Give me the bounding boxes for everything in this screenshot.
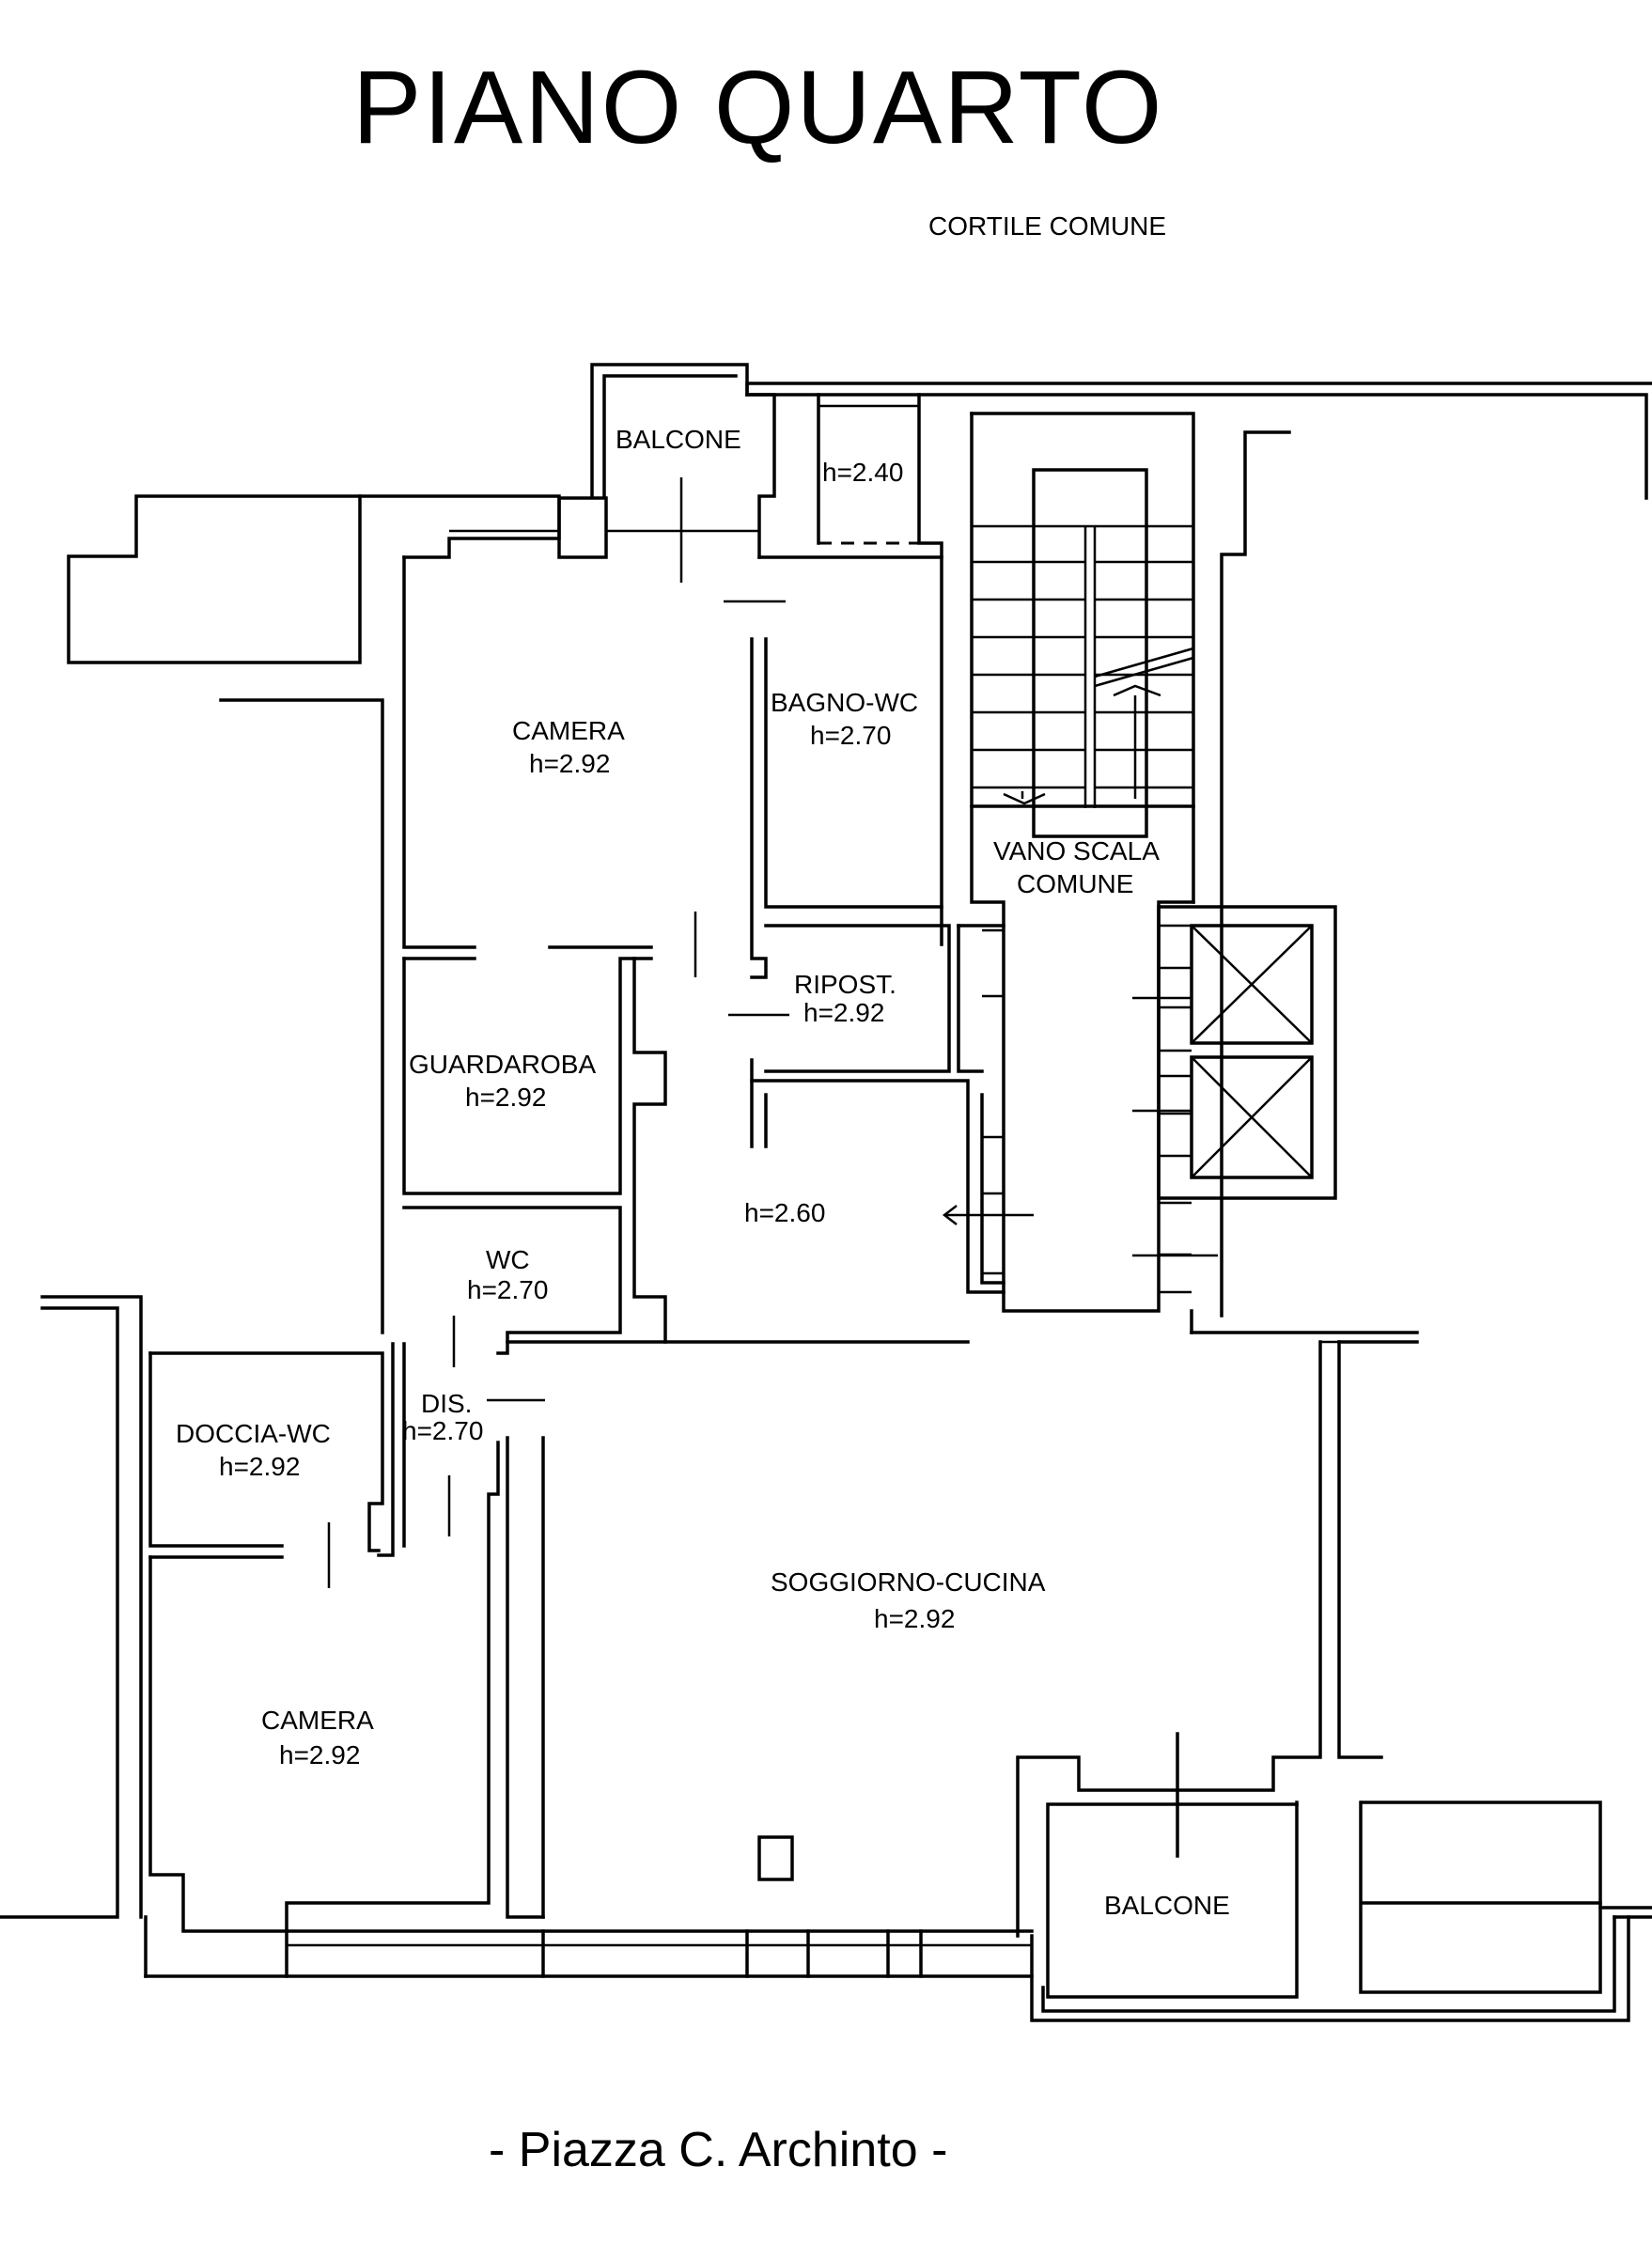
- camera-top-height: h=2.92: [529, 749, 610, 778]
- guardaroba-height: h=2.92: [465, 1083, 546, 1112]
- doccia-label: DOCCIA-WC: [176, 1419, 331, 1448]
- bagno-label: BAGNO-WC: [771, 688, 918, 717]
- plan-title: PIANO QUARTO: [352, 50, 1163, 165]
- dis-label: DIS.: [421, 1389, 472, 1418]
- vano-scala-label: VANO SCALA: [993, 836, 1160, 865]
- camera-bottom-label: CAMERA: [261, 1706, 374, 1735]
- stairs: [942, 468, 1195, 1311]
- ripost-label: RIPOST.: [794, 970, 896, 999]
- courtyard-label: CORTILE COMUNE: [928, 211, 1166, 241]
- street-label: - Piazza C. Archinto -: [489, 2123, 947, 2177]
- soggiorno-label: SOGGIORNO-CUCINA: [771, 1567, 1046, 1597]
- outer-walls: [0, 363, 1652, 2022]
- wc-height: h=2.70: [467, 1275, 548, 1304]
- camera-top-label: CAMERA: [512, 716, 625, 745]
- camera-bottom-height: h=2.92: [279, 1740, 360, 1769]
- interior-walls: [148, 404, 1339, 1978]
- corridor-height: h=2.60: [744, 1198, 825, 1227]
- guardaroba-label: GUARDAROBA: [409, 1050, 596, 1079]
- wc-label: WC: [486, 1245, 530, 1274]
- room-labels: BALCONE h=2.40 CAMERA h=2.92 BAGNO-WC h=…: [176, 425, 1230, 1920]
- elevators: [1132, 924, 1314, 1294]
- balcone-bottom-label: BALCONE: [1104, 1891, 1230, 1920]
- doccia-height: h=2.92: [219, 1452, 300, 1481]
- soggiorno-height: h=2.92: [874, 1604, 955, 1633]
- vano-scala-label-2: COMUNE: [1017, 869, 1133, 898]
- bagno-height: h=2.70: [810, 721, 891, 750]
- bottom-balcony-walls: [1046, 1732, 1299, 1999]
- small-top-height: h=2.40: [822, 458, 903, 487]
- ripost-height: h=2.92: [803, 998, 884, 1027]
- balcone-top-label: BALCONE: [616, 425, 741, 454]
- dis-height: h=2.70: [402, 1416, 483, 1445]
